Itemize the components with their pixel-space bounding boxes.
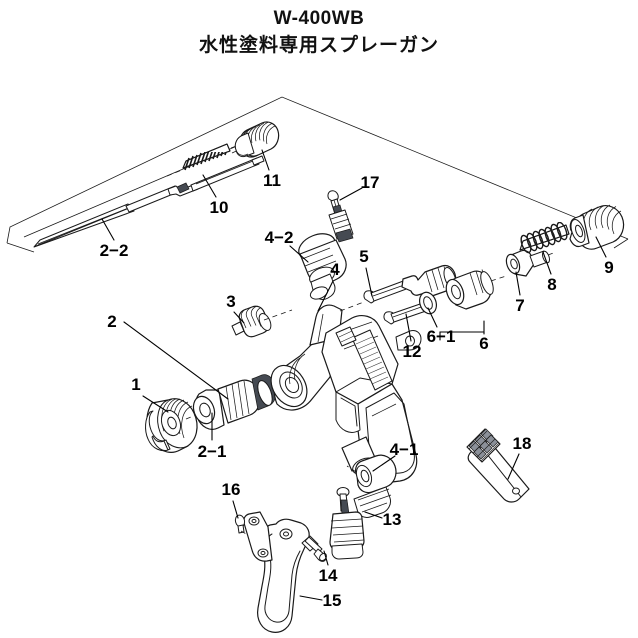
part-needle-spring	[166, 141, 248, 177]
part-fluid-inlet-joint	[329, 487, 365, 560]
part-cleaning-brush	[466, 428, 530, 503]
callout-label-16: 16	[221, 480, 241, 499]
part-air-valve-seat	[418, 291, 438, 315]
callout-label-13: 13	[382, 510, 402, 529]
part-air-valve-needle	[327, 190, 354, 243]
part-fluid-nozzle	[185, 374, 293, 430]
callout-label-6-1: 6−1	[426, 327, 456, 346]
part-pattern-adjust-knob	[298, 233, 347, 300]
callout-label-14: 14	[318, 566, 338, 585]
callout-label-1: 1	[131, 375, 141, 394]
exploded-guide-frame	[6, 96, 629, 253]
callout-label-7: 7	[515, 296, 525, 315]
part-air-valve-cap	[569, 204, 625, 250]
callout-label-4: 4	[330, 260, 340, 279]
callout-label-11: 11	[263, 171, 281, 190]
part-needle-spring-guide	[339, 264, 457, 312]
part-gun-body	[270, 304, 422, 484]
callout-label-17: 17	[360, 173, 380, 192]
part-air-valve-spring	[519, 222, 581, 254]
part-trigger-pin	[301, 535, 327, 562]
callout-label-18: 18	[512, 434, 532, 453]
callout-leader-lines	[101, 149, 607, 601]
part-needle-adjust-knob	[234, 121, 280, 158]
callout-label-2: 2	[107, 312, 117, 331]
callout-label-2-1: 2−1	[197, 442, 227, 461]
part-trigger	[243, 511, 310, 633]
part-air-valve-assembly	[445, 269, 507, 310]
part-air-inlet-nipple	[346, 454, 397, 518]
callout-label-6: 6	[479, 334, 489, 353]
part-air-valve-stem	[505, 249, 557, 277]
callout-label-4-1: 4−1	[389, 440, 419, 459]
callout-label-8: 8	[547, 275, 557, 294]
callout-label-4-2: 4−2	[264, 228, 294, 247]
part-packing-screw	[231, 305, 293, 338]
callout-label-12: 12	[402, 342, 422, 361]
page-title-subtitle: 水性塗料専用スプレーガン	[198, 35, 439, 56]
part-fluid-needle	[33, 155, 265, 248]
callout-label-10: 10	[209, 198, 229, 217]
callout-label-9: 9	[604, 258, 614, 277]
callout-label-5: 5	[359, 247, 369, 266]
callout-label-2-2: 2−2	[99, 241, 129, 260]
callout-label-3: 3	[226, 292, 236, 311]
title-block: W-400WB 水性塗料専用スプレーガン	[0, 0, 638, 60]
spring-coils-8	[520, 222, 568, 254]
page-title-model: W-400WB	[273, 8, 365, 29]
part-air-cap	[145, 398, 198, 453]
callout-label-15: 15	[322, 591, 342, 610]
